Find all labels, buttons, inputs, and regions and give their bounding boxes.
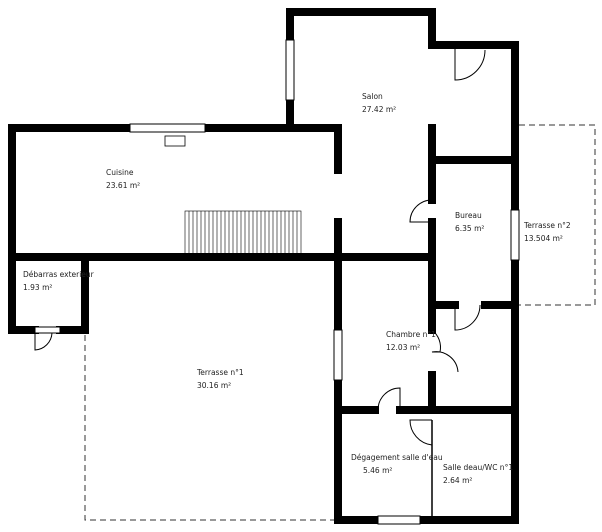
terrace-outlines <box>84 124 596 521</box>
window-salon <box>285 39 295 101</box>
room-label-degagement: Dégagement salle d'eau 5.46 m² <box>351 451 443 477</box>
window-degagement <box>377 515 421 525</box>
room-name: Cuisine <box>106 168 134 177</box>
terrasse-2-outline <box>519 124 596 306</box>
chimney-hatch <box>164 135 186 147</box>
window-bureau <box>510 209 520 261</box>
room-label-wc: Salle deau/WC n°1 2.64 m² <box>443 461 513 487</box>
room-area: 12.03 m² <box>386 343 421 352</box>
room-name: Salle deau/WC n°1 <box>443 463 514 472</box>
room-label-debarras: Débarras exterieur 1.93 m² <box>23 268 94 294</box>
walls <box>8 8 519 524</box>
doors <box>34 49 486 446</box>
door-wc <box>409 419 433 446</box>
room-label-salon: Salon 27.42 m² <box>362 90 396 116</box>
room-name: Salon <box>362 92 383 101</box>
room-area: 2.64 m² <box>443 476 473 485</box>
room-name: Terrasse n°1 <box>197 368 244 377</box>
room-label-terrasse-2: Terrasse n°2 13.504 m² <box>524 219 571 245</box>
door-salon-exterior <box>454 49 486 81</box>
window-debarras <box>34 326 61 334</box>
room-area: 30.16 m² <box>197 381 232 390</box>
door-chambre-double <box>431 329 459 373</box>
room-area: 5.46 m² <box>363 466 393 475</box>
staircase <box>184 210 302 258</box>
door-debarras <box>34 332 53 351</box>
room-name: Dégagement salle d'eau <box>351 453 443 462</box>
windows <box>34 39 520 525</box>
room-label-terrasse-1: Terrasse n°1 30.16 m² <box>197 366 244 392</box>
window-cuisine <box>129 123 206 133</box>
room-area: 6.35 m² <box>455 224 485 233</box>
room-area: 1.93 m² <box>23 283 53 292</box>
room-name: Terrasse n°2 <box>524 221 571 230</box>
room-area: 23.61 m² <box>106 181 141 190</box>
room-label-bureau: Bureau 6.35 m² <box>455 209 484 235</box>
room-area: 27.42 m² <box>362 105 397 114</box>
door-terrasse <box>454 304 481 331</box>
door-degagement <box>377 387 401 411</box>
window-chambre <box>333 329 343 381</box>
terrasse-1-outline <box>84 305 338 521</box>
room-name: Bureau <box>455 211 482 220</box>
door-bureau <box>409 199 433 223</box>
room-name: Débarras exterieur <box>23 270 94 279</box>
room-label-cuisine: Cuisine 23.61 m² <box>106 166 140 192</box>
room-label-chambre: Chambre n°1 12.03 m² <box>386 328 436 354</box>
room-name: Chambre n°1 <box>386 330 436 339</box>
room-area: 13.504 m² <box>524 234 563 243</box>
